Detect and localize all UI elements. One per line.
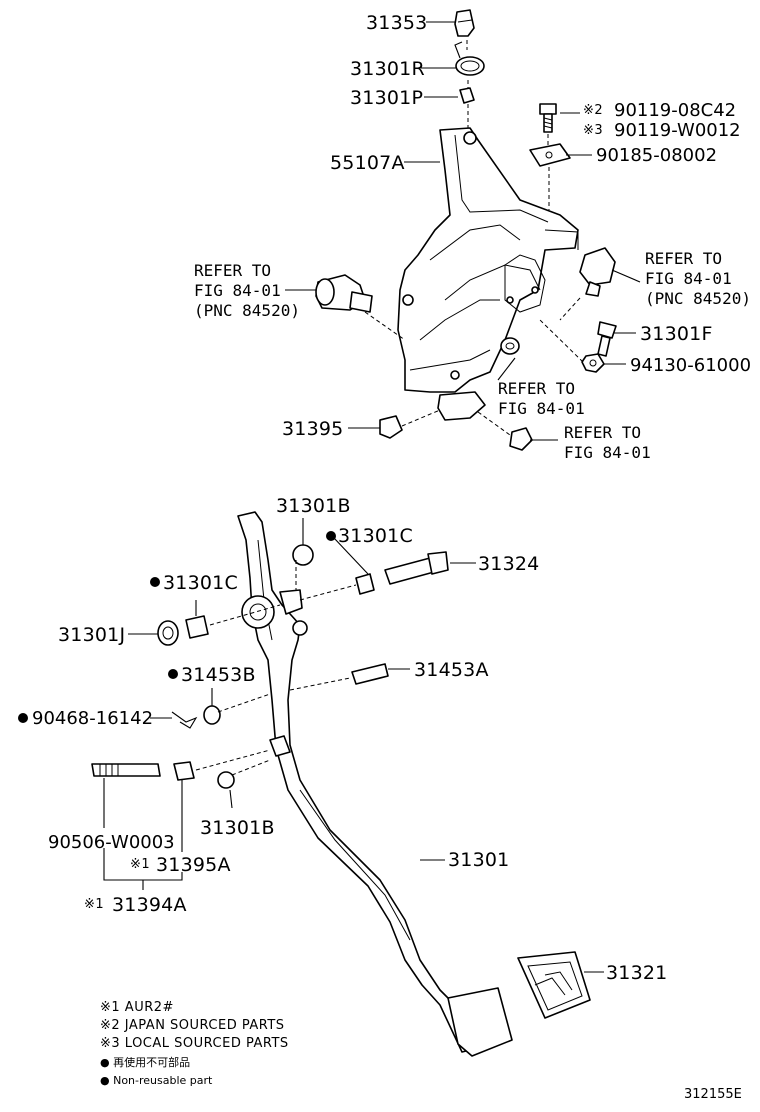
label-31321: 31321 xyxy=(606,962,667,984)
collar-31301J xyxy=(157,620,179,646)
non-reusable-dot-31453B xyxy=(168,669,178,679)
refer-left: REFER TO FIG 84-01 (PNC 84520) xyxy=(194,261,300,320)
bolt-31301F xyxy=(597,321,617,357)
label-31324: 31324 xyxy=(478,553,539,575)
note-japan-sourced: ※2 JAPAN SOURCED PARTS xyxy=(100,1018,285,1033)
clip-31353 xyxy=(454,9,475,37)
brake-pedal-31301 xyxy=(237,511,471,1053)
non-reusable-dot-31301C-left xyxy=(150,577,160,587)
refer-right: REFER TO FIG 84-01 (PNC 84520) xyxy=(645,249,751,308)
pedal-bracket-55107A xyxy=(397,127,579,421)
label-31301: 31301 xyxy=(448,849,509,871)
washer-mid xyxy=(500,337,520,355)
note-local-sourced: ※3 LOCAL SOURCED PARTS xyxy=(100,1036,289,1051)
note-non-reusable-en: ● Non-reusable part xyxy=(100,1074,213,1087)
bushing-31301C-left xyxy=(185,615,209,639)
label-31301B-top: 31301B xyxy=(276,495,351,517)
label-31301J: 31301J xyxy=(58,624,125,646)
label-31301C-right: 31301C xyxy=(338,525,413,547)
bushing-31453B xyxy=(203,705,221,725)
bushing-31301B-low xyxy=(217,771,235,789)
label-90119-W0012: 90119-W0012 xyxy=(614,120,741,141)
stop-lamp-switch-right xyxy=(579,247,616,297)
refer-right-line-1: REFER TO xyxy=(645,249,722,268)
label-31301B-low: 31301B xyxy=(200,817,275,839)
refer-left-line-3: (PNC 84520) xyxy=(194,301,300,320)
label-31395A: 31395A xyxy=(156,854,231,876)
bolt-90119 xyxy=(539,103,557,133)
mark-1-31394A: ※1 xyxy=(84,897,104,912)
stop-lamp-switch-left xyxy=(315,274,373,313)
spring-90506-W0003 xyxy=(91,763,161,777)
label-31453B: 31453B xyxy=(181,664,256,686)
label-31394A: 31394A xyxy=(112,894,187,916)
pin-31453A xyxy=(351,663,389,685)
refer-mid: REFER TO FIG 84-01 xyxy=(498,379,585,418)
label-90119-08C42: 90119-08C42 xyxy=(614,100,736,121)
label-90506-W0003: 90506-W0003 xyxy=(48,832,175,853)
refer-left-line-1: REFER TO xyxy=(194,261,271,280)
label-94130-61000: 94130-61000 xyxy=(630,355,751,376)
refer-right-line-3: (PNC 84520) xyxy=(645,289,751,308)
label-31395: 31395 xyxy=(282,418,343,440)
refer-low-line-1: REFER TO xyxy=(564,423,641,442)
refer-right-line-2: FIG 84-01 xyxy=(645,269,732,288)
label-31453A: 31453A xyxy=(414,659,489,681)
mark-1-31395A: ※1 xyxy=(130,857,150,872)
mark-2: ※2 xyxy=(583,103,603,118)
non-reusable-dot-31301C-right xyxy=(326,531,336,541)
note-non-reusable-jp: ● 再使用不可部品 xyxy=(100,1055,190,1069)
refer-low-line-2: FIG 84-01 xyxy=(564,443,651,462)
non-reusable-dot-90468 xyxy=(18,713,28,723)
label-31301C-left: 31301C xyxy=(163,572,238,594)
refer-left-line-2: FIG 84-01 xyxy=(194,281,281,300)
nut-low xyxy=(509,427,533,451)
bolt-31324 xyxy=(384,551,449,585)
label-31301P: 31301P xyxy=(350,87,423,109)
label-31301R: 31301R xyxy=(350,58,425,80)
bushing-31301P xyxy=(459,87,475,104)
spring-31301R xyxy=(454,41,485,76)
legend-notes: ※1 AUR2# ※2 JAPAN SOURCED PARTS ※3 LOCAL… xyxy=(100,1000,289,1087)
pedal-pad-31321 xyxy=(447,951,591,1057)
refer-low: REFER TO FIG 84-01 xyxy=(564,423,651,462)
refer-mid-line-1: REFER TO xyxy=(498,379,575,398)
bushing-31301C-right xyxy=(355,573,375,595)
label-90468-16142: 90468-16142 xyxy=(32,708,153,729)
label-31353: 31353 xyxy=(366,12,427,34)
label-31301F: 31301F xyxy=(640,323,713,345)
label-90185-08002: 90185-08002 xyxy=(596,145,717,166)
refer-mid-line-2: FIG 84-01 xyxy=(498,399,585,418)
mark-3: ※3 xyxy=(583,123,603,138)
clip-31395A xyxy=(173,761,195,781)
note-aur2: ※1 AUR2# xyxy=(100,1000,174,1015)
figure-number: 312155E xyxy=(684,1087,742,1102)
clip-90468-16142 xyxy=(171,711,198,729)
label-55107A: 55107A xyxy=(330,152,405,174)
clip-31395 xyxy=(379,415,403,439)
washer-90185-08002 xyxy=(529,143,571,167)
nut-94130-61000 xyxy=(581,353,605,373)
